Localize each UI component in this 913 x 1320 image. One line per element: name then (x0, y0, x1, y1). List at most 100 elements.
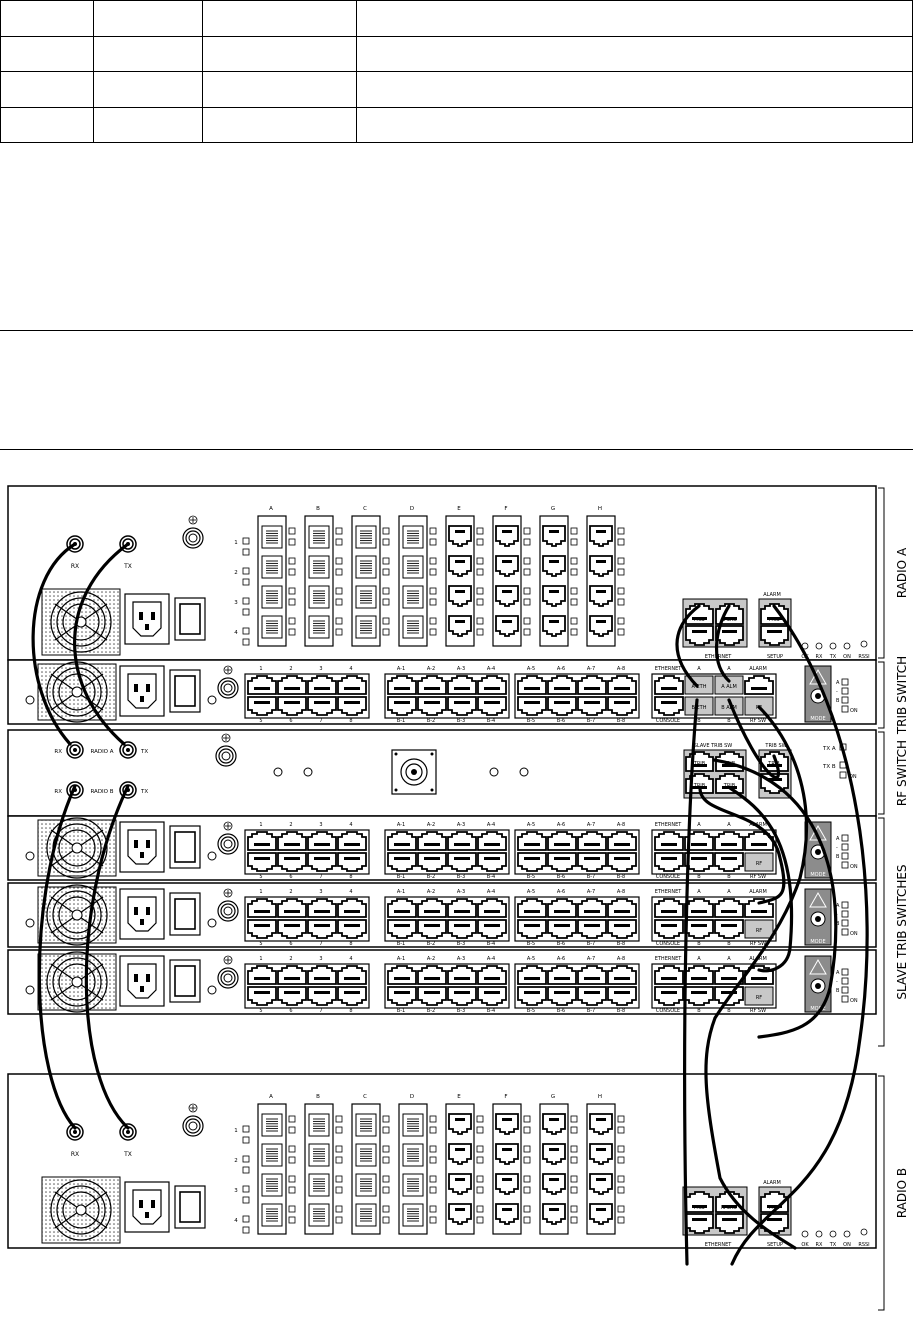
tx-a-label: TX A (822, 746, 836, 752)
led-indicator (476, 1216, 484, 1224)
led-indicator (617, 1205, 625, 1213)
led-indicator (617, 617, 625, 625)
slave-trib-switch-panel-1: 15263748A-1B-1A-2B-2A-3B-3A-4B-4A-5B-5A-… (7, 815, 877, 881)
table-row (0, 0, 913, 37)
led-indicator (288, 568, 296, 576)
rj45-jack (607, 675, 637, 695)
rj45-jack (417, 919, 447, 939)
status-led (815, 1230, 823, 1238)
rssi-label: RSSI (858, 654, 869, 660)
led-indicator (382, 1156, 390, 1164)
rj45-jack (417, 675, 447, 695)
mount-hole (25, 918, 35, 928)
port-number: A-3 (457, 666, 465, 672)
rj45-jack (714, 898, 744, 918)
b-label: B (727, 718, 731, 724)
led-indicator (288, 1145, 296, 1153)
port-number: B-4 (487, 874, 495, 880)
port-number: 1 (259, 822, 262, 828)
led-indicator (335, 568, 343, 576)
rj45-jack (337, 675, 367, 695)
rj45-jack (447, 919, 477, 939)
led-indicator (382, 538, 390, 546)
led-indicator (841, 687, 849, 695)
rj45-jack (607, 852, 637, 872)
led-indicator (841, 678, 849, 686)
led-indicator (429, 598, 437, 606)
port-number: 2 (289, 666, 292, 672)
a-label: A (697, 666, 701, 672)
a-label: A (836, 680, 840, 686)
slot-letter: H (598, 1094, 602, 1100)
slot-letter: E (457, 1094, 461, 1100)
sfp-port (355, 525, 377, 549)
led-indicator (617, 1126, 625, 1134)
port-number: A-4 (487, 956, 495, 962)
led-indicator (429, 628, 437, 636)
sfp-port (261, 1113, 283, 1137)
slot-row-number: 1 (234, 1128, 238, 1134)
rj45-jack (654, 696, 684, 716)
rj45-jack (387, 898, 417, 918)
mount-hole (25, 695, 35, 705)
rj45-jack (247, 675, 277, 695)
led-indicator (476, 568, 484, 576)
led-indicator (335, 598, 343, 606)
rj45-jack (337, 831, 367, 851)
labeled-port (714, 696, 744, 716)
port-number: B-7 (587, 874, 595, 880)
led-indicator (476, 587, 484, 595)
led-indicator (288, 538, 296, 546)
port-number: 4 (349, 889, 352, 895)
port-number: A-1 (397, 956, 405, 962)
port-number: A-8 (617, 956, 625, 962)
on-label: ON (849, 774, 857, 780)
rj45-jack (715, 1191, 744, 1213)
rf-switch-section-label: RF SWITCH (895, 740, 909, 806)
rx-connector-icon (66, 1123, 84, 1141)
radio-a-section-label: RADIO A (895, 547, 909, 598)
rj45-jack (714, 831, 744, 851)
rj45-jack (417, 696, 447, 716)
led-indicator (242, 1155, 250, 1163)
port-number: B-7 (587, 718, 595, 724)
alarm-label: ALARM (749, 666, 767, 672)
rj45-jack (337, 898, 367, 918)
rx-label: RX (54, 789, 62, 795)
port-number: A-7 (587, 822, 595, 828)
sfp-port (308, 1203, 330, 1227)
dash-label: - (836, 979, 838, 985)
cable-radio-b-rx (37, 784, 77, 1130)
b-label: B (836, 988, 840, 994)
port-number: B-3 (457, 874, 465, 880)
rf-sw-label: RF SW (750, 718, 766, 724)
rj45-jack (547, 965, 577, 985)
rj45-jack (685, 1213, 714, 1234)
a-label: A (727, 666, 731, 672)
cable-b-alm-to-trib-sw (727, 698, 780, 779)
port-number: A-1 (397, 666, 405, 672)
port-number: B-7 (587, 941, 595, 947)
port-number: 8 (349, 1008, 352, 1014)
sfp-port (355, 1143, 377, 1167)
port-number: B-5 (527, 1008, 535, 1014)
rj45-jack (387, 919, 417, 939)
port-number: B-2 (427, 718, 435, 724)
port-number: 5 (259, 941, 262, 947)
rx-label: RX (71, 1151, 79, 1158)
port-number: 3 (319, 822, 322, 828)
led-indicator (335, 587, 343, 595)
led-indicator (523, 1186, 531, 1194)
led-indicator (335, 1145, 343, 1153)
a-label: A (836, 903, 840, 909)
led-indicator (617, 1216, 625, 1224)
mount-hole (303, 767, 313, 777)
led-indicator (288, 1156, 296, 1164)
ground-screw-icon (182, 515, 204, 549)
sfp-port (261, 615, 283, 639)
port-number: 8 (349, 874, 352, 880)
rj45-jack (477, 898, 507, 918)
port-number: 7 (319, 1008, 322, 1014)
radio-a-port-label: RADIO A (90, 749, 113, 755)
